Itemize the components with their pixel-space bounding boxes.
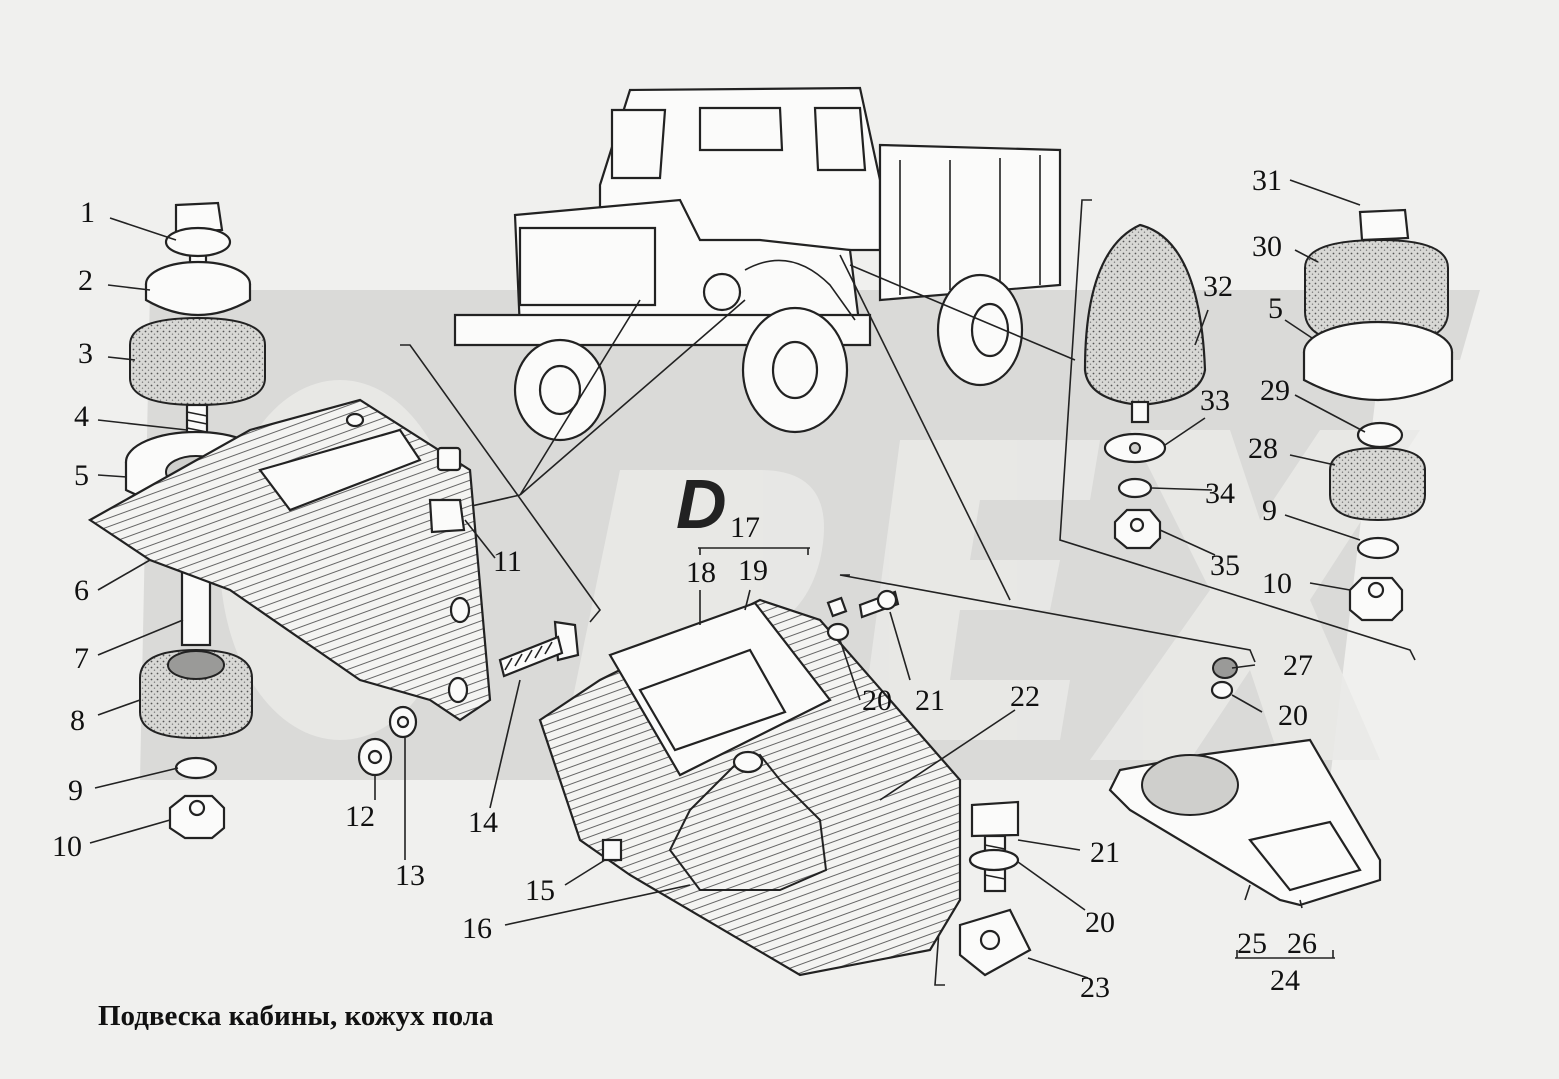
- label-part-34: 34: [1205, 477, 1235, 510]
- label-part-32: 32: [1203, 270, 1233, 303]
- label-part-31: 31: [1252, 164, 1282, 197]
- label-part-3: 3: [78, 337, 93, 370]
- label-part-25: 25: [1237, 927, 1267, 960]
- label-part-11: 11: [493, 545, 522, 578]
- label-part-9-left: 9: [68, 774, 83, 807]
- label-part-14: 14: [468, 806, 498, 839]
- label-part-26: 26: [1287, 927, 1317, 960]
- label-part-27: 27: [1283, 649, 1313, 682]
- label-part-35: 35: [1210, 549, 1240, 582]
- label-part-20-top: 20: [862, 684, 892, 717]
- label-part-15: 15: [525, 874, 555, 907]
- label-part-33: 33: [1200, 384, 1230, 417]
- label-part-16: 16: [462, 912, 492, 945]
- label-leader-lines: [89, 179, 1366, 979]
- label-part-20-bottom: 20: [1085, 906, 1115, 939]
- label-part-23: 23: [1080, 971, 1110, 1004]
- label-part-18: 18: [686, 556, 716, 589]
- label-part-1: 1: [80, 196, 95, 229]
- label-part-10-right: 10: [1262, 567, 1292, 600]
- label-part-4: 4: [74, 400, 89, 433]
- part-labels: 1 2 3 4 5 6 7 8 9 10 11 12 13 14 15 16 1…: [52, 164, 1317, 1004]
- label-part-30: 30: [1252, 230, 1282, 263]
- label-part-6: 6: [74, 574, 89, 607]
- label-part-13: 13: [395, 859, 425, 892]
- label-part-28: 28: [1248, 432, 1278, 465]
- floor-cover-assembly: [538, 589, 962, 977]
- label-part-20-right: 20: [1278, 699, 1308, 732]
- cover-plate: [1108, 657, 1382, 907]
- bolt-and-cage-nut: [958, 800, 1032, 977]
- bump-stop-cone: [1083, 223, 1207, 550]
- cab-bracket: [87, 398, 580, 777]
- diagram-caption: Подвеска кабины, кожух пола: [98, 1000, 494, 1032]
- label-part-5-right: 5: [1268, 292, 1283, 325]
- label-part-10-left: 10: [52, 830, 82, 863]
- label-part-22: 22: [1010, 680, 1040, 713]
- svg-text:D: D: [676, 465, 727, 543]
- label-part-12: 12: [345, 800, 375, 833]
- label-part-24: 24: [1270, 964, 1300, 997]
- label-part-21-top: 21: [915, 684, 945, 717]
- label-part-9-right: 9: [1262, 494, 1277, 527]
- label-part-7: 7: [74, 642, 89, 675]
- label-part-21-bottom: 21: [1090, 836, 1120, 869]
- label-part-17: 17: [730, 511, 760, 544]
- label-part-5-left: 5: [74, 459, 89, 492]
- label-part-2: 2: [78, 264, 93, 297]
- label-part-8: 8: [70, 704, 85, 737]
- label-part-29: 29: [1260, 374, 1290, 407]
- right-mount-assembly: [1302, 208, 1454, 622]
- truck-illustration: [453, 86, 1062, 442]
- label-part-19: 19: [738, 554, 768, 587]
